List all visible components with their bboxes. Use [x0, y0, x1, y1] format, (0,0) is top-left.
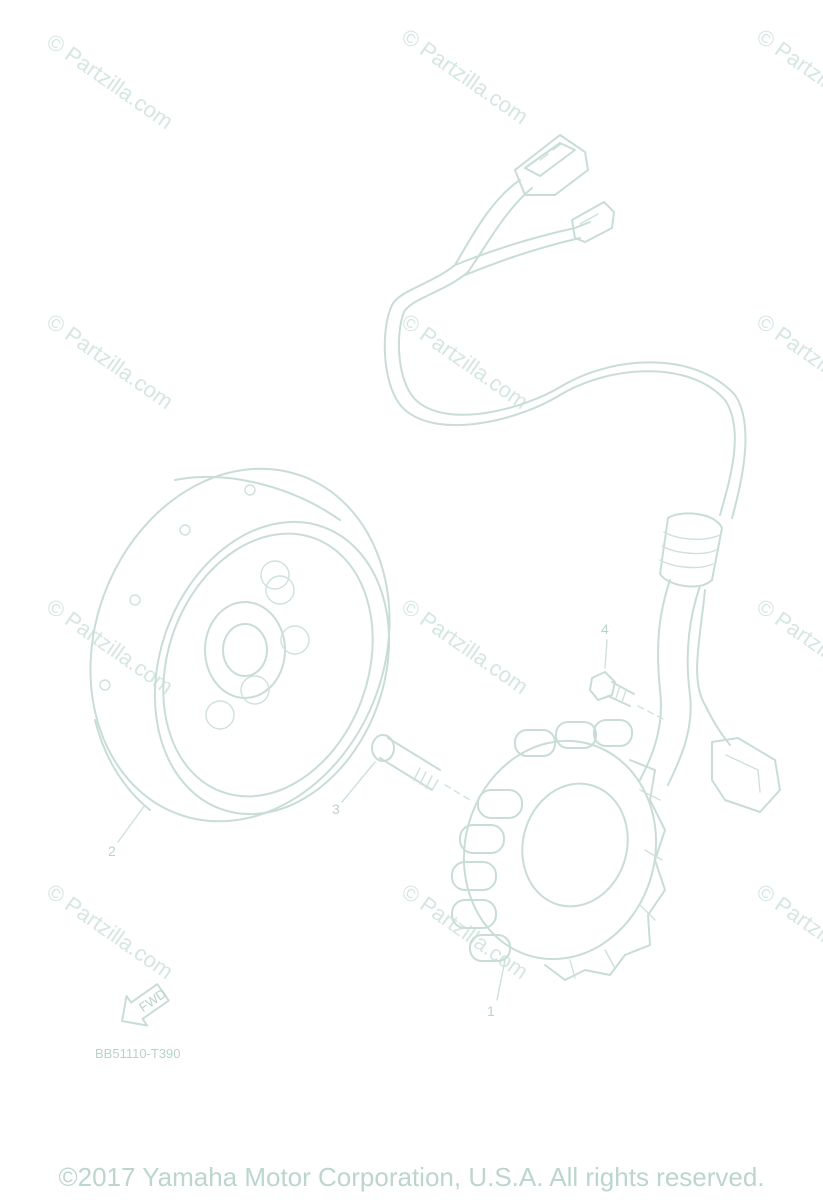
watermark: © Partzilla.com [752, 594, 823, 700]
connector-small [571, 201, 615, 243]
bolt-short [589, 671, 666, 721]
connector-side [711, 737, 781, 813]
flywheel-rotor [89, 467, 391, 823]
watermark: © Partzilla.com [42, 29, 178, 135]
watermark: © Partzilla.com [397, 879, 533, 985]
connector-main [514, 134, 589, 196]
watermark: © Partzilla.com [397, 594, 533, 700]
callout-1: 1 [487, 1003, 495, 1019]
diagram-code: BB51110-T390 [95, 1046, 181, 1061]
copyright-notice: ©2017 Yamaha Motor Corporation, U.S.A. A… [58, 1162, 765, 1192]
wiring-harness [383, 134, 781, 813]
watermark: © Partzilla.com [752, 24, 823, 130]
watermark: © Partzilla.com [397, 309, 533, 415]
watermark: © Partzilla.com [752, 879, 823, 985]
stator-coil [451, 719, 666, 981]
watermark-group: © Partzilla.com © Partzilla.com © Partzi… [42, 24, 823, 985]
fwd-arrow-icon: FWD [121, 983, 170, 1027]
callout-4: 4 [601, 621, 609, 637]
watermark: © Partzilla.com [752, 309, 823, 415]
callout-leaders [117, 639, 608, 1001]
watermark: © Partzilla.com [42, 309, 178, 415]
fwd-label: FWD [136, 986, 169, 1015]
callout-2: 2 [108, 843, 116, 859]
watermark: © Partzilla.com [397, 24, 533, 130]
watermark: © Partzilla.com [42, 879, 178, 985]
bolt-long [371, 734, 471, 801]
callout-3: 3 [332, 801, 340, 817]
